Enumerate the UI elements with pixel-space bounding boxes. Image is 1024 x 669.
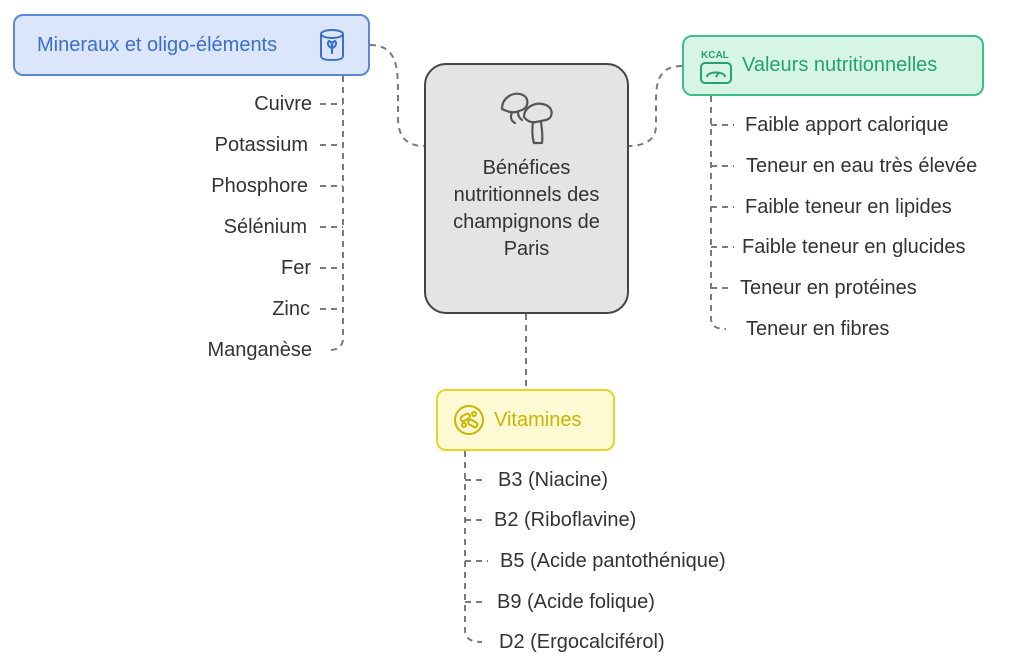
nutrition-item: Teneur en eau très élevée [746, 155, 978, 177]
mineral-item: Zinc [272, 298, 310, 320]
nutrition-item: Teneur en fibres [746, 318, 890, 340]
vitamin-item: B9 (Acide folique) [497, 591, 655, 613]
minerals-title: Mineraux et oligo-éléments [37, 33, 278, 56]
svg-text:KCAL: KCAL [701, 50, 729, 61]
mineral-item: Potassium [214, 134, 308, 156]
nutrition-node: KCAL Valeurs nutritionnelles [682, 35, 984, 96]
mineral-can-icon [318, 28, 346, 62]
mineral-item: Cuivre [254, 93, 312, 115]
mineral-item: Phosphore [211, 175, 308, 197]
kcal-scale-icon: KCAL [698, 46, 734, 86]
nutrition-item: Faible teneur en lipides [745, 196, 952, 218]
nutrition-item: Teneur en protéines [740, 277, 917, 299]
center-topic-node: Bénéfices nutritionnels des champignons … [424, 63, 629, 314]
nutrition-item: Faible apport calorique [745, 114, 949, 136]
mineral-item: Sélénium [223, 216, 307, 238]
vitamin-item: B2 (Riboflavine) [494, 509, 637, 531]
vitamin-item: D2 (Ergocalciférol) [499, 631, 665, 653]
center-title: Bénéfices nutritionnels des champignons … [453, 157, 600, 260]
nutrition-item: Faible teneur en glucides [742, 236, 966, 258]
mineral-item: Fer [281, 257, 311, 279]
mineral-item: Manganèse [207, 339, 312, 361]
vitamin-item: B3 (Niacine) [498, 469, 609, 491]
nutrition-title: Valeurs nutritionnelles [742, 54, 938, 76]
vitamins-title: Vitamines [494, 408, 582, 431]
mushroom-icon [496, 87, 558, 149]
minerals-node: Mineraux et oligo-éléments [13, 14, 370, 76]
vitamins-node: Vitamines [436, 389, 615, 451]
vitamin-item: B5 (Acide pantothénique) [500, 550, 726, 572]
vitamin-capsules-icon [452, 403, 486, 437]
